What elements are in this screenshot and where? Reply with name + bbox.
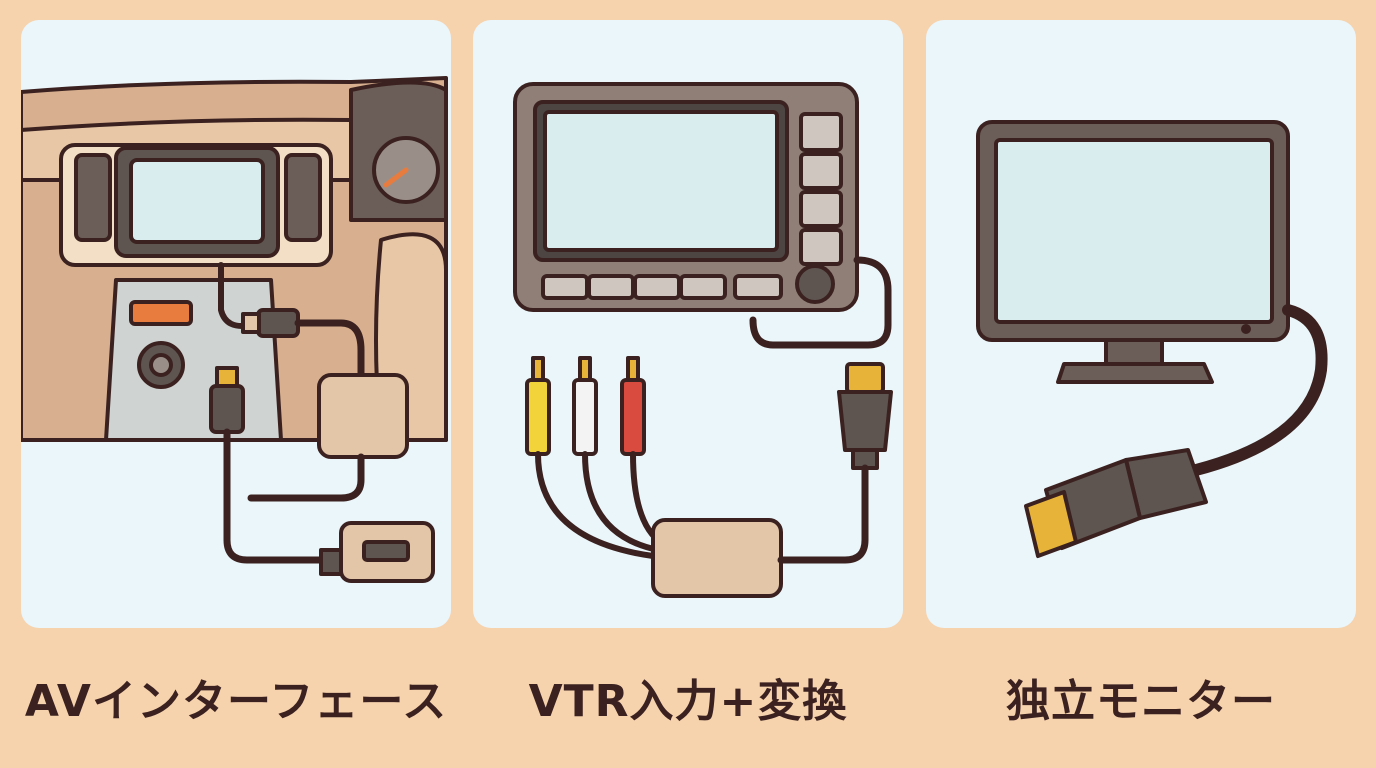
panel-av-interface — [21, 20, 451, 628]
caption-av-interface: AVインターフェース — [24, 676, 448, 727]
caption-vtr-input: VTR入力+変換 — [528, 676, 848, 727]
caption-standalone-monitor: 独立モニター — [1006, 676, 1276, 727]
panel-standalone-monitor — [926, 20, 1356, 628]
car-dashboard-illustration — [21, 76, 448, 583]
panel-vtr-input — [473, 20, 903, 628]
rca-converter-illustration — [513, 82, 893, 598]
monitor-illustration — [976, 120, 1328, 558]
